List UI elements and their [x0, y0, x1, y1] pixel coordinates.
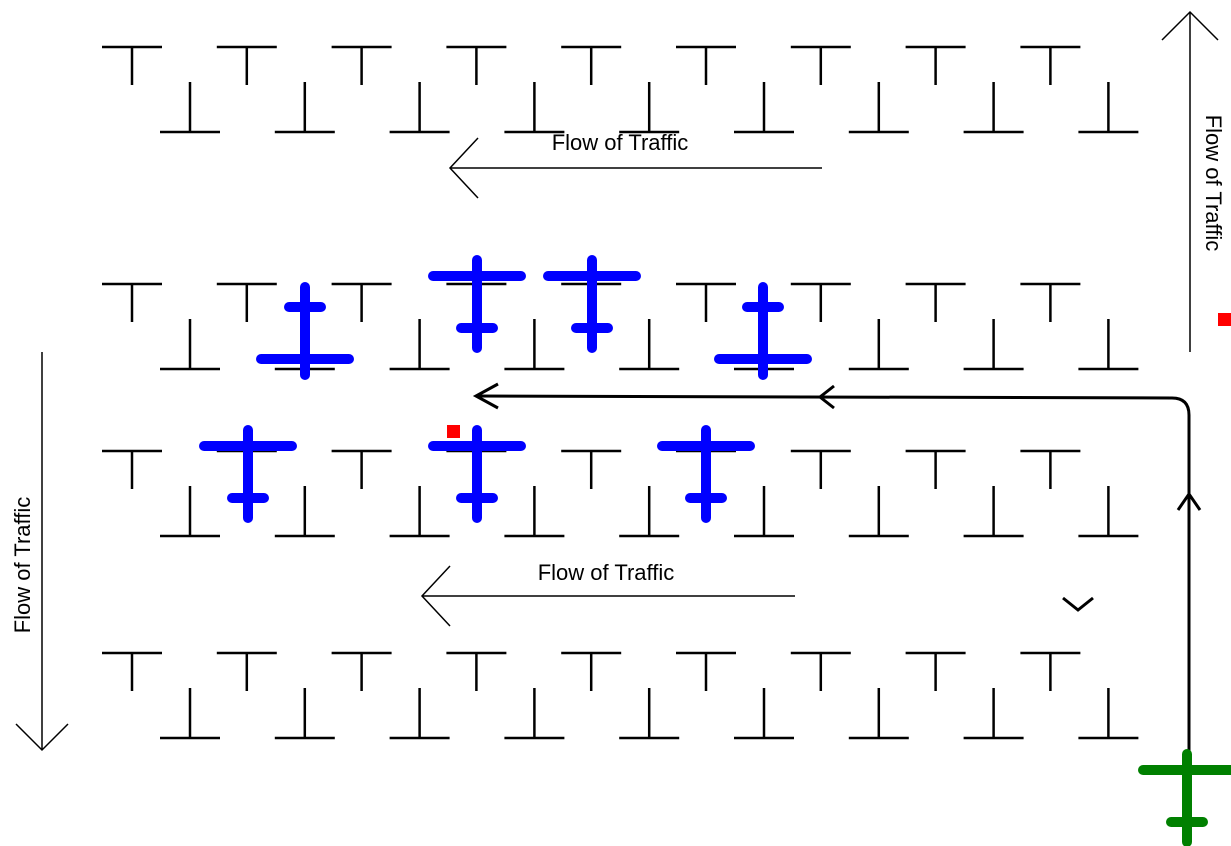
red-marker-right — [1218, 313, 1231, 326]
flow-label-left: Flow of Traffic — [10, 497, 35, 634]
stall-marker-top — [102, 651, 162, 691]
stall-marker-bottom — [274, 688, 335, 740]
stall-marker-top — [1020, 282, 1081, 322]
stall-marker-top — [676, 651, 736, 691]
stall-marker-top — [1020, 449, 1081, 489]
stall-marker-top — [446, 651, 507, 691]
parked-plane-row2 — [543, 255, 641, 353]
stall-marker-bottom — [504, 82, 565, 134]
flow-label-top: Flow of Traffic — [552, 130, 689, 155]
stall-marker-bottom — [160, 688, 220, 740]
stall-marker-top — [790, 45, 851, 85]
stall-marker-top — [216, 45, 277, 85]
stall-marker-top — [905, 282, 966, 322]
stall-marker-bottom — [389, 82, 450, 134]
flow-label-right: Flow of Traffic — [1201, 115, 1226, 252]
stall-marker-top — [905, 45, 966, 85]
stall-marker-top — [561, 45, 622, 85]
flow-label-middle: Flow of Traffic — [538, 560, 675, 585]
stall-marker-top — [561, 651, 622, 691]
planes — [199, 255, 1231, 846]
stall-marker-top — [905, 651, 966, 691]
red-marker-center — [447, 425, 460, 438]
stall-marker-bottom — [1078, 319, 1139, 371]
stall-marker-bottom — [504, 319, 565, 371]
parking-row — [102, 651, 1139, 740]
taxiing-plane — [1138, 749, 1231, 846]
stall-marker-bottom — [504, 486, 565, 538]
stall-marker-bottom — [1078, 688, 1139, 740]
stall-marker-bottom — [274, 82, 335, 134]
traffic-arrow-middle — [420, 565, 795, 627]
stall-marker-top — [102, 449, 162, 489]
stall-marker-bottom — [619, 82, 680, 134]
stall-marker-top — [790, 651, 851, 691]
stall-marker-bottom — [619, 486, 680, 538]
parked-plane-row2 — [256, 282, 354, 380]
stall-marker-top — [331, 651, 392, 691]
stall-marker-bottom — [848, 82, 909, 134]
traffic-arrow-top — [448, 137, 822, 199]
stall-marker-bottom — [963, 319, 1024, 371]
parked-plane-row3 — [657, 425, 755, 523]
stall-marker-top — [1020, 45, 1081, 85]
parking-row — [102, 45, 1139, 134]
stall-marker-bottom — [504, 688, 565, 740]
stall-marker-bottom — [963, 82, 1024, 134]
stall-marker-top — [1020, 651, 1081, 691]
stall-marker-bottom — [1078, 486, 1139, 538]
stall-marker-bottom — [734, 688, 794, 740]
stall-marker-bottom — [389, 688, 450, 740]
taxi-path — [472, 382, 1202, 752]
parked-plane-row3 — [428, 425, 526, 523]
traffic-arrow-right — [1161, 10, 1219, 352]
stall-marker-top — [331, 282, 392, 322]
stall-marker-bottom — [619, 688, 680, 740]
stall-marker-bottom — [1078, 82, 1139, 134]
stall-marker-bottom — [734, 82, 794, 134]
parking-rows — [102, 45, 1139, 740]
stall-marker-bottom — [848, 486, 909, 538]
stall-marker-top — [790, 449, 851, 489]
stall-marker-bottom — [619, 319, 680, 371]
parked-plane-row2 — [714, 282, 812, 380]
stall-marker-bottom — [734, 486, 794, 538]
parked-plane-row3 — [199, 425, 297, 523]
stall-marker-top — [790, 282, 851, 322]
stall-marker-bottom — [848, 688, 909, 740]
stall-marker-top — [216, 651, 277, 691]
parked-plane-row2 — [428, 255, 526, 353]
stall-marker-bottom — [389, 319, 450, 371]
stall-marker-bottom — [963, 486, 1024, 538]
stall-marker-bottom — [848, 319, 909, 371]
stall-marker-bottom — [160, 82, 220, 134]
traffic-arrow-left — [15, 352, 69, 752]
stall-marker-top — [331, 449, 392, 489]
stall-marker-top — [676, 45, 736, 85]
stall-marker-top — [331, 45, 392, 85]
stall-marker-bottom — [274, 486, 335, 538]
stall-marker-top — [102, 282, 162, 322]
stall-marker-bottom — [160, 319, 220, 371]
stall-marker-top — [216, 282, 277, 322]
stall-marker-top — [676, 282, 736, 322]
stall-marker-bottom — [160, 486, 220, 538]
stall-marker-top — [446, 45, 507, 85]
stall-marker-top — [905, 449, 966, 489]
stall-marker-bottom — [963, 688, 1024, 740]
stall-marker-bottom — [389, 486, 450, 538]
chevron-down-icon — [1062, 596, 1094, 612]
parking-row — [102, 282, 1139, 371]
stall-marker-top — [102, 45, 162, 85]
stall-marker-top — [561, 449, 622, 489]
